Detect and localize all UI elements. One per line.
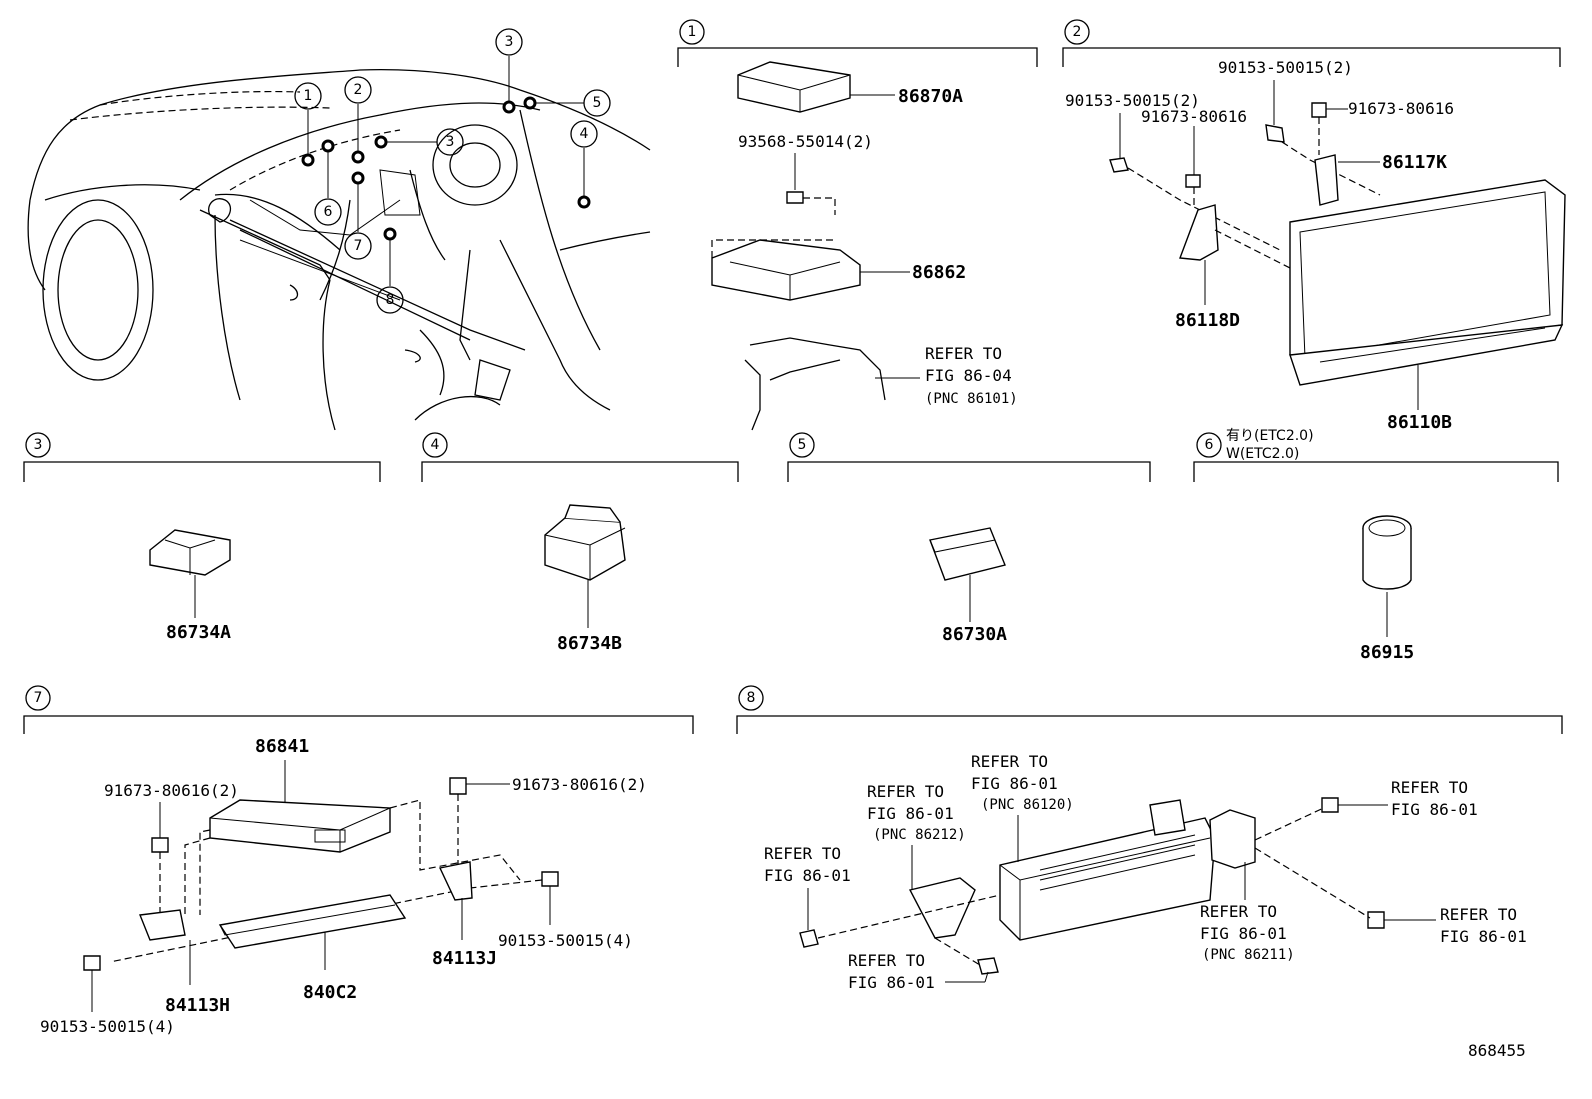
- section-7: 7 86841 91673-80616(2) 91673-80616(2) 90…: [23, 685, 694, 1036]
- marker-dot-3a: [374, 135, 388, 149]
- callout-2: [344, 76, 372, 104]
- label-86117K: 86117K: [1382, 152, 1447, 173]
- refer-8c-line1: REFER TO: [971, 752, 1048, 771]
- callout-5: [583, 89, 611, 117]
- section-1: 1 86870A 93568-55014(2) 86862 REFER TO F…: [677, 19, 1038, 431]
- overview-markers: 1 2 3 3 4 5 6 7 8: [294, 28, 611, 314]
- callout-6-label: 6: [324, 204, 333, 220]
- label-86110B: 86110B: [1387, 412, 1452, 433]
- refer-8g-line2: FIG 86-01: [848, 973, 935, 992]
- callout-3b: [495, 28, 523, 56]
- label-90153-50015-right7: 90153-50015(4): [498, 931, 633, 950]
- section-3-number: 3: [34, 437, 43, 453]
- refer-8b-line3: (PNC 86212): [873, 827, 966, 843]
- marker-dot-1: [301, 153, 315, 167]
- callout-1: [294, 82, 322, 110]
- section-3: 3 86734A: [23, 432, 381, 643]
- refer-a-line1: REFER TO: [925, 344, 1002, 363]
- callout-4-label: 4: [580, 126, 589, 142]
- section-1-number: 1: [688, 24, 697, 40]
- label-86870A: 86870A: [898, 86, 963, 107]
- marker-dot-8: [383, 227, 397, 241]
- section-8: 8 REFER TO FIG 86-01 REFER TO FIG 86-01 …: [736, 685, 1563, 992]
- refer-8e-line1: REFER TO: [1200, 902, 1277, 921]
- refer-8e-line2: FIG 86-01: [1200, 924, 1287, 943]
- section-5-number: 5: [798, 437, 807, 453]
- section-6-note-en: W(ETC2.0): [1226, 446, 1299, 462]
- refer-8f-line2: FIG 86-01: [1440, 927, 1527, 946]
- label-93568-55014: 93568-55014(2): [738, 132, 873, 151]
- refer-8c-line2: FIG 86-01: [971, 774, 1058, 793]
- label-90153-50015-top: 90153-50015(2): [1218, 58, 1353, 77]
- label-86841: 86841: [255, 736, 309, 757]
- refer-8b-line1: REFER TO: [867, 782, 944, 801]
- label-84113H: 84113H: [165, 995, 230, 1016]
- section-7-number: 7: [34, 690, 43, 706]
- label-91673-80616-right7: 91673-80616(2): [512, 775, 647, 794]
- diagram-code: 868455: [1468, 1041, 1526, 1060]
- section-6-number: 6: [1205, 437, 1214, 453]
- section-6: 6 有り(ETC2.0) W(ETC2.0) 86915: [1193, 428, 1559, 663]
- label-91673-80616-right: 91673-80616: [1348, 99, 1454, 118]
- refer-8a-line1: REFER TO: [764, 844, 841, 863]
- callout-7: [344, 232, 372, 260]
- refer-8b-line2: FIG 86-01: [867, 804, 954, 823]
- section-5: 5 86730A: [787, 432, 1151, 645]
- label-86118D: 86118D: [1175, 310, 1240, 331]
- refer-8a-line2: FIG 86-01: [764, 866, 851, 885]
- callout-8-label: 8: [386, 292, 395, 308]
- label-91673-80616-left7: 91673-80616(2): [104, 781, 239, 800]
- label-90153-50015-left7: 90153-50015(4): [40, 1017, 175, 1036]
- section-4-number: 4: [431, 437, 440, 453]
- marker-dot-4: [577, 195, 591, 209]
- callout-3a: [436, 128, 464, 156]
- marker-dot-3b: [502, 100, 516, 114]
- refer-a-line2: FIG 86-04: [925, 366, 1012, 385]
- label-86862: 86862: [912, 262, 966, 283]
- callout-6: [314, 198, 342, 226]
- callout-3b-label: 3: [505, 34, 514, 50]
- refer-8f-line1: REFER TO: [1440, 905, 1517, 924]
- label-86734A: 86734A: [166, 622, 231, 643]
- label-86915: 86915: [1360, 642, 1414, 663]
- label-86734B: 86734B: [557, 633, 622, 654]
- marker-dot-6: [321, 139, 335, 153]
- label-840C2: 840C2: [303, 982, 357, 1003]
- section-8-number: 8: [747, 690, 756, 706]
- callout-1-label: 1: [304, 88, 313, 104]
- callout-3a-label: 3: [446, 134, 455, 150]
- section-2-number: 2: [1073, 24, 1082, 40]
- marker-dot-5: [523, 96, 537, 110]
- section-2: 2 90153-50015(2) 90153-50015(2) 91673-80…: [1062, 19, 1566, 433]
- label-84113J: 84113J: [432, 948, 497, 969]
- label-91673-80616-left: 91673-80616: [1141, 107, 1247, 126]
- callout-7-label: 7: [354, 238, 363, 254]
- refer-8e-line3: (PNC 86211): [1202, 947, 1295, 963]
- callout-2-label: 2: [354, 82, 363, 98]
- marker-dot-7: [351, 171, 365, 185]
- callout-4: [570, 120, 598, 148]
- refer-8d-line2: FIG 86-01: [1391, 800, 1478, 819]
- vehicle-overview-drawing: [27, 69, 651, 431]
- marker-dot-2: [351, 150, 365, 164]
- label-90153-50015-left: 90153-50015(2): [1065, 91, 1200, 110]
- section-4: 4 86734B: [421, 432, 739, 654]
- callout-8: [376, 286, 404, 314]
- refer-8d-line1: REFER TO: [1391, 778, 1468, 797]
- refer-8g-line1: REFER TO: [848, 951, 925, 970]
- callout-5-label: 5: [593, 95, 602, 111]
- section-6-note-jp: 有り(ETC2.0): [1226, 428, 1314, 444]
- refer-a-line3: (PNC 86101): [925, 391, 1018, 407]
- label-86730A: 86730A: [942, 624, 1007, 645]
- refer-8c-line3: (PNC 86120): [981, 797, 1074, 813]
